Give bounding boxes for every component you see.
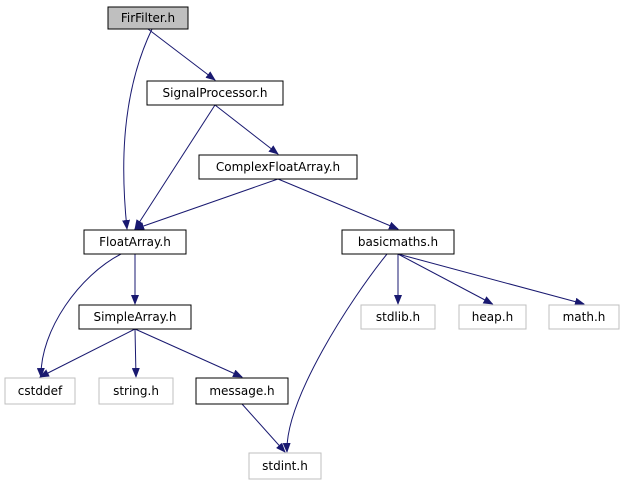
edge-basicmaths-to-stdint	[282, 253, 388, 453]
node-label-cstddef: cstddef	[18, 384, 63, 398]
edge-firfilter-to-floatarray	[122, 28, 153, 230]
node-label-math: math.h	[563, 310, 606, 324]
edge-simplearray-to-string	[131, 328, 140, 378]
node-label-simplearray: SimpleArray.h	[93, 310, 176, 324]
node-label-heap: heap.h	[472, 310, 513, 324]
node-label-signalprocessor: SignalProcessor.h	[163, 86, 268, 100]
edge-basicmaths-to-heap	[397, 253, 494, 305]
node-label-complexfloatarray: ComplexFloatArray.h	[216, 160, 340, 174]
edge-complexfloatarray-to-basicmaths	[277, 178, 399, 230]
node-cstddef: cstddef	[4, 377, 76, 405]
edge-basicmaths-to-math	[397, 253, 585, 306]
node-simplearray[interactable]: SimpleArray.h	[78, 304, 192, 330]
node-label-basicmaths: basicmaths.h	[358, 235, 438, 249]
node-floatarray[interactable]: FloatArray.h	[83, 229, 187, 255]
node-box-floatarray	[83, 229, 187, 255]
node-box-basicmaths	[341, 229, 455, 255]
node-basicmaths[interactable]: basicmaths.h	[341, 229, 455, 255]
node-complexfloatarray[interactable]: ComplexFloatArray.h	[198, 154, 358, 180]
edge-signalprocessor-to-floatarray	[134, 104, 216, 230]
edge-complexfloatarray-to-floatarray	[134, 178, 279, 230]
edge-simplearray-to-cstddef	[39, 328, 136, 378]
node-box-firfilter	[107, 6, 189, 30]
node-box-math	[548, 304, 620, 330]
node-label-message: message.h	[209, 384, 274, 398]
node-message[interactable]: message.h	[195, 377, 289, 405]
node-box-signalprocessor	[146, 80, 284, 106]
edge-message-to-stdint	[241, 403, 286, 453]
edge-firfilter-to-signalprocessor	[147, 28, 216, 81]
node-string: string.h	[98, 377, 174, 405]
node-box-string	[98, 377, 174, 405]
node-stdlib: stdlib.h	[360, 304, 436, 330]
node-box-heap	[458, 304, 527, 330]
node-box-simplearray	[78, 304, 192, 330]
node-box-stdint	[248, 452, 322, 480]
node-label-stdlib: stdlib.h	[376, 310, 420, 324]
node-stdint: stdint.h	[248, 452, 322, 480]
nodes-layer: FirFilter.hSignalProcessor.hComplexFloat…	[4, 6, 620, 480]
node-math: math.h	[548, 304, 620, 330]
node-box-message	[195, 377, 289, 405]
node-label-stdint: stdint.h	[262, 459, 308, 473]
node-signalprocessor[interactable]: SignalProcessor.h	[146, 80, 284, 106]
edge-floatarray-to-cstddef	[36, 253, 122, 378]
node-label-string: string.h	[113, 384, 159, 398]
edge-simplearray-to-message	[134, 328, 243, 378]
node-box-stdlib	[360, 304, 436, 330]
node-box-cstddef	[4, 377, 76, 405]
node-label-firfilter: FirFilter.h	[121, 11, 175, 25]
node-label-floatarray: FloatArray.h	[99, 235, 171, 249]
edge-signalprocessor-to-complexfloatarray	[214, 104, 279, 155]
node-box-complexfloatarray	[198, 154, 358, 180]
node-heap: heap.h	[458, 304, 527, 330]
edges-layer	[36, 28, 585, 453]
node-firfilter[interactable]: FirFilter.h	[107, 6, 189, 30]
